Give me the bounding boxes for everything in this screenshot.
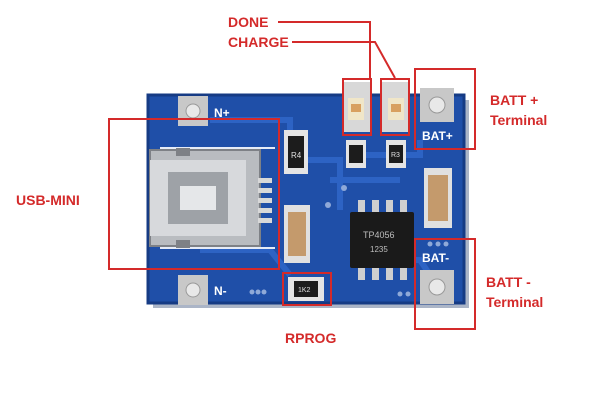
tp4056-chip	[350, 200, 414, 280]
capacitor-left	[284, 205, 310, 263]
resistor-r4-marking: R4	[291, 151, 302, 160]
label-batt-plus: BATT + Terminal	[490, 92, 548, 128]
resistor-led-2	[386, 140, 406, 168]
silk-bat-minus: BAT-	[422, 251, 449, 265]
rprog-highlight	[282, 272, 332, 306]
resistor-rprog	[288, 277, 324, 301]
usb-mini-highlight	[108, 118, 280, 270]
led-charge	[382, 82, 410, 132]
label-charge: CHARGE	[228, 34, 289, 50]
silk-n-minus: N-	[214, 284, 227, 298]
done-led-highlight	[342, 78, 372, 136]
pcb-vias	[249, 185, 449, 297]
resistor-led-1	[346, 140, 366, 168]
resistor-r4	[284, 130, 308, 174]
label-batt-minus: BATT - Terminal	[486, 274, 544, 310]
label-done: DONE	[228, 14, 269, 30]
charge-led-highlight	[380, 78, 410, 136]
pad-n-minus	[178, 275, 208, 305]
resistor-rprog-marking: 1K2	[298, 287, 311, 294]
silk-bat-plus: BAT+	[422, 129, 453, 143]
batt-plus-highlight	[414, 68, 476, 150]
label-rprog: RPROG	[285, 330, 337, 346]
pad-bat-plus	[420, 88, 454, 122]
annotation-leaders	[278, 21, 396, 79]
pad-n-plus	[178, 96, 208, 126]
label-usb-mini: USB-MINI	[16, 192, 80, 208]
usb-mini-connector	[149, 148, 272, 248]
chip-date-code: 1235	[370, 245, 388, 254]
capacitor-right	[424, 168, 452, 228]
batt-minus-highlight	[414, 238, 476, 330]
pcb-edge	[146, 93, 466, 305]
chip-marking: TP4056	[363, 230, 395, 240]
silk-n-plus: N+	[214, 106, 230, 120]
resistor-r3-marking: R3	[391, 152, 400, 159]
led-done	[342, 82, 370, 132]
pad-bat-minus	[420, 270, 454, 304]
